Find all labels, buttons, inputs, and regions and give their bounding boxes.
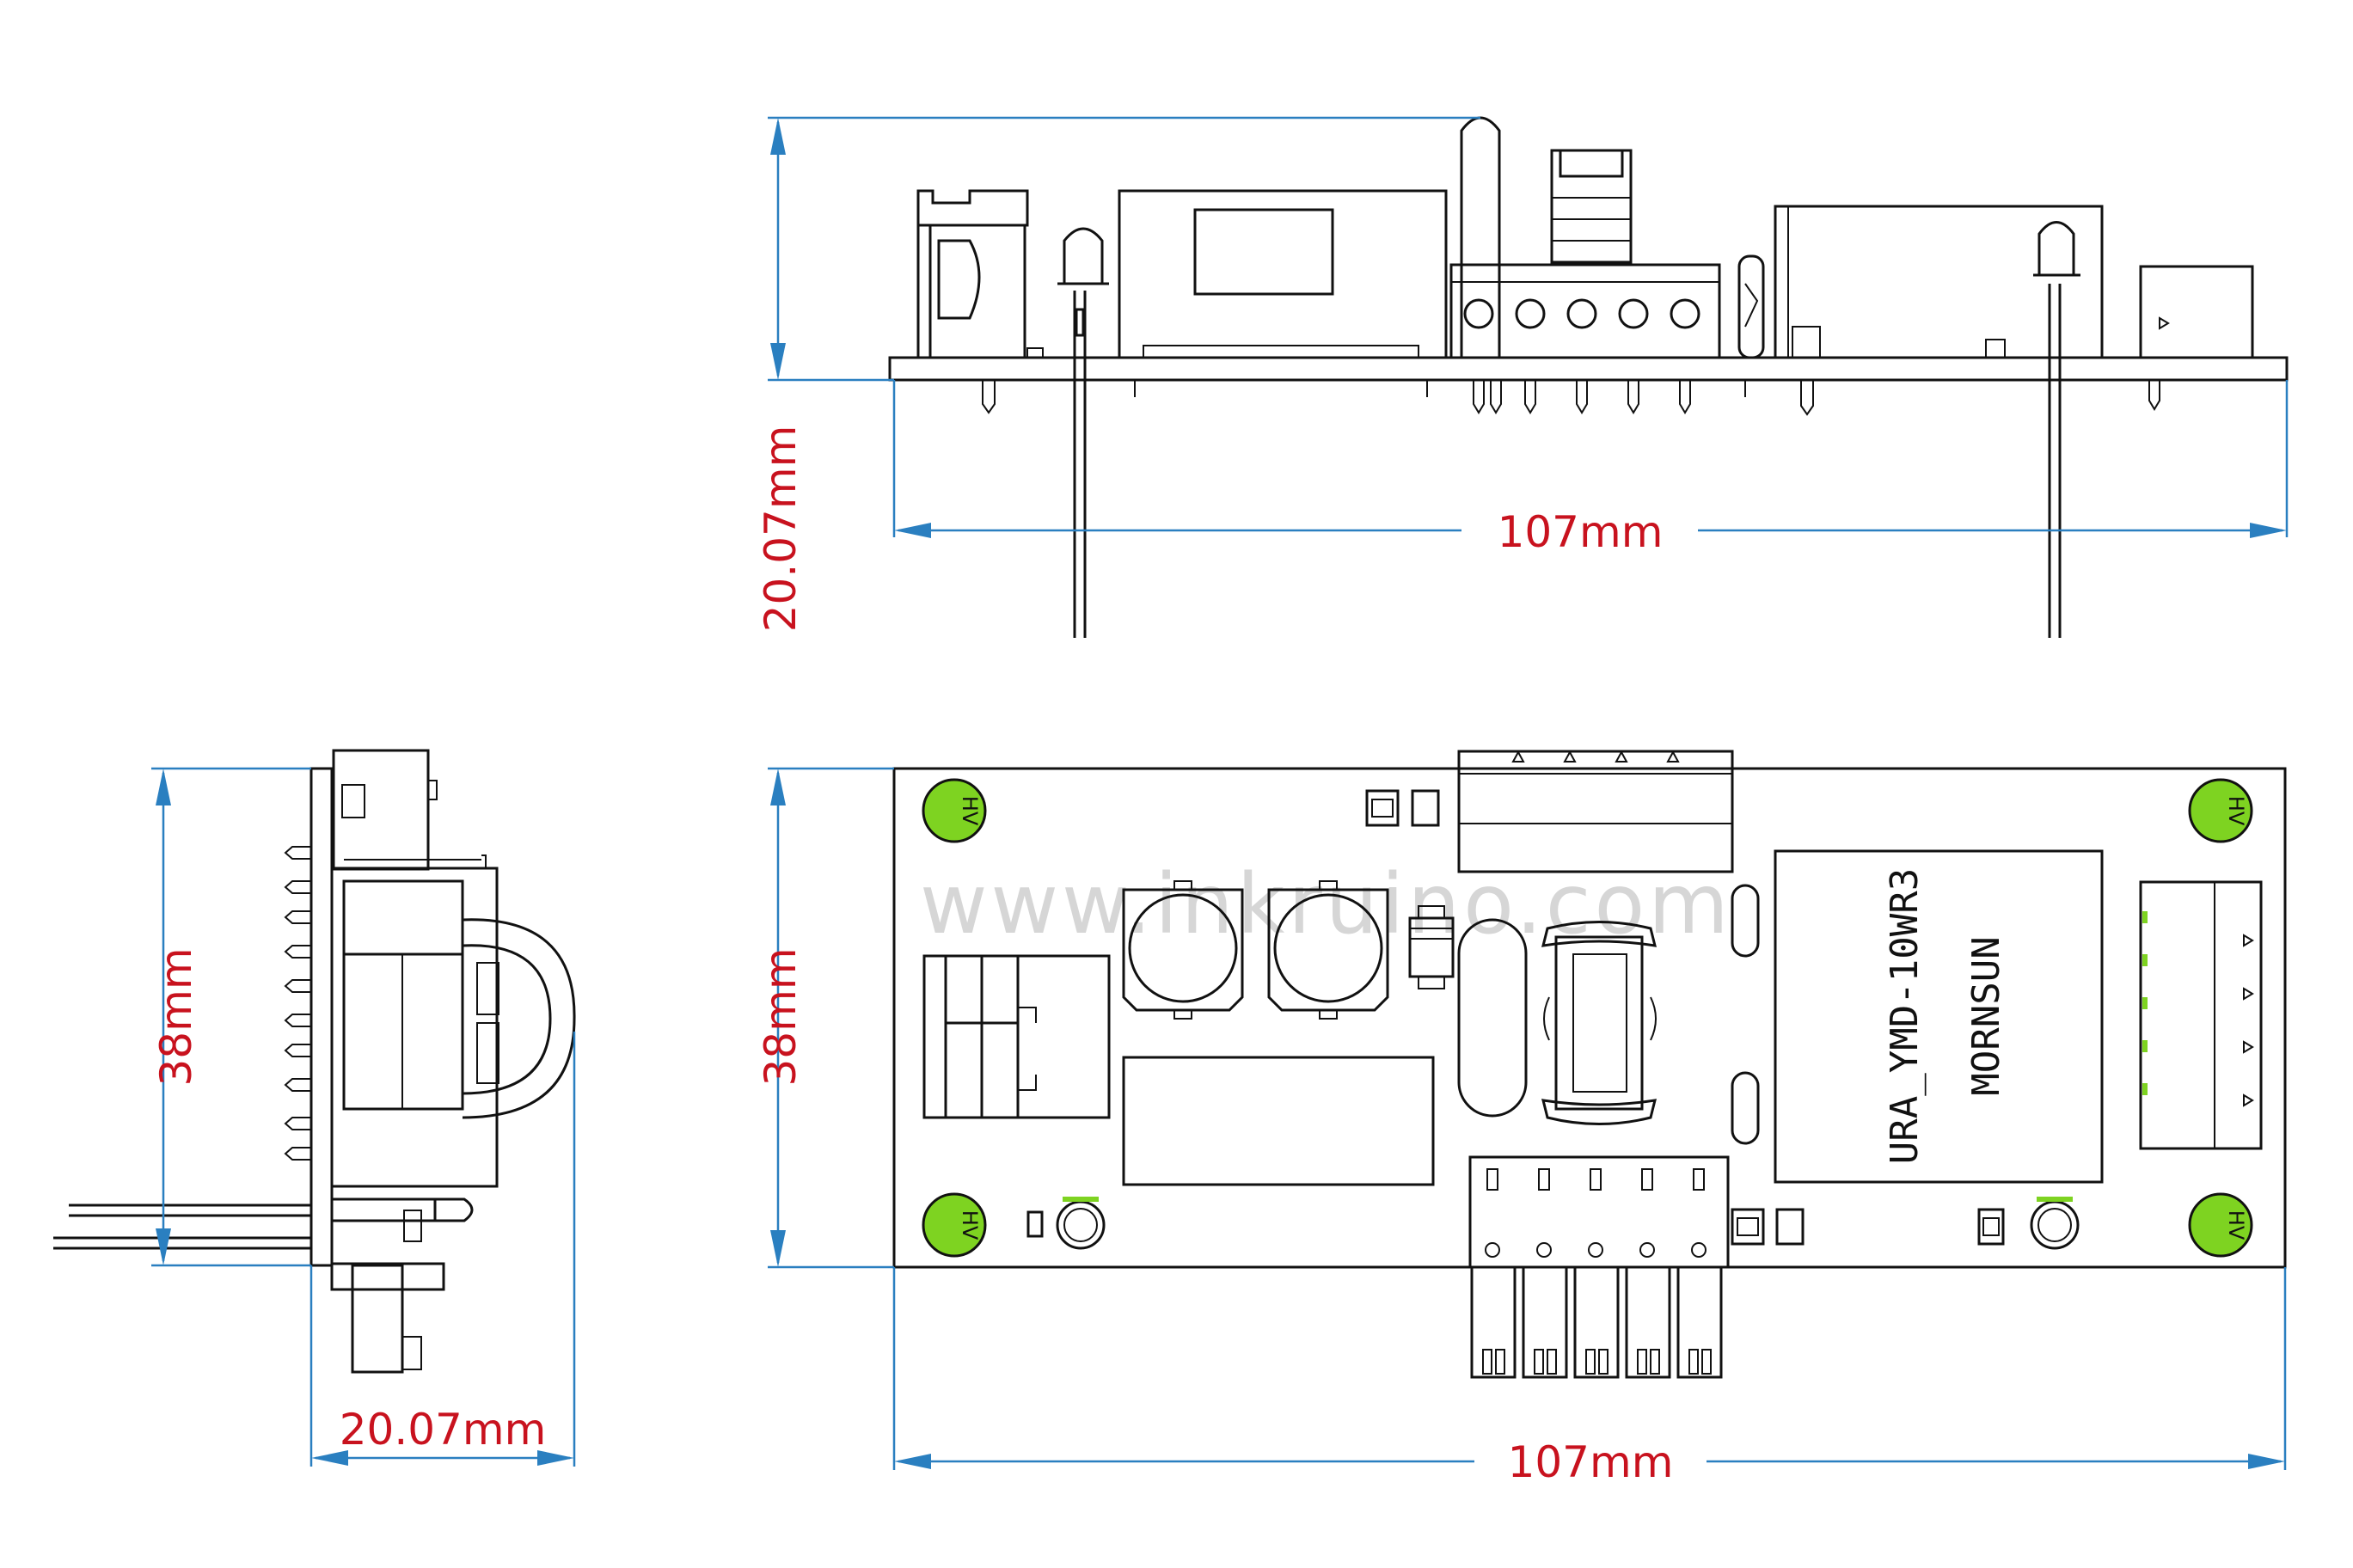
top-view-fuse-upper [1731,884,1760,958]
part-number-label: URA_YMD-10WR3 [1883,868,1927,1164]
end-view-pcb [309,767,334,1267]
top-view-height-dimension: 38mm [756,767,894,1269]
hv-marker-bottom-right: HV [2188,1192,2253,1258]
side-view-pcb [888,356,2289,382]
top-view-capacitor-left [1122,880,1244,1020]
top-view-capacitor-right [1267,880,1389,1020]
end-view-bottom-connector [330,1262,445,1374]
end-view-transformer [330,854,499,1188]
hv-marker-top-left: HV [922,778,987,843]
end-view-width-label: 20.07mm [340,1405,547,1455]
side-view-width-label: 107mm [1498,507,1664,557]
top-view-relay [1122,1056,1435,1186]
top-view-led-left [1056,1197,1106,1250]
side-view-transformer [1774,205,2104,359]
hv-label: HV [958,1210,982,1240]
top-view-fuse-lower [1731,1071,1760,1145]
top-view-pcb [892,767,2287,1269]
side-view: 20.07mm 107mm [756,116,2289,638]
brand-label: MORNSUN [1964,936,2008,1095]
hv-marker-top-right: HV [2188,778,2253,843]
top-view-output-connector-top [1457,750,1734,873]
end-view-width-dimension: 20.07mm [309,1032,576,1467]
end-view-capacitor [462,918,576,1119]
side-view-relay [1118,189,1448,359]
top-view-output-terminal-bottom [1468,1155,1730,1379]
hv-label: HV [958,796,982,826]
end-view-pins [284,846,311,1161]
top-view-height-label: 38mm [756,947,806,1086]
top-view-inductor [1541,921,1658,1125]
top-view-width-label: 107mm [1508,1437,1674,1487]
top-view-width-dimension: 107mm [892,1267,2287,1487]
end-view-top-connector [332,749,438,871]
hv-label: HV [2224,796,2248,826]
end-view-led-leads [53,1204,311,1250]
end-view-height-dimension: 38mm [151,767,311,1267]
side-view-fuse [1737,254,1765,359]
side-view-led-left [1057,227,1109,638]
top-view-right-connector [2139,880,2263,1150]
top-view-smd-components [1026,789,2005,1246]
top-view: www.inkruino.com HV HV HV HV [756,750,2287,1487]
top-view-input-terminal [922,954,1111,1119]
end-view-height-label: 38mm [151,947,201,1086]
top-view-led-right [2030,1197,2080,1250]
side-view-width-dimension: 107mm [892,380,2289,557]
side-view-terminal-block [1449,263,1721,359]
hv-label: HV [2224,1210,2248,1240]
side-view-inductor [1550,149,1633,264]
end-view: 38mm 20.07mm [53,749,576,1467]
top-view-tall-capacitor [1457,918,1528,1118]
side-view-pins [982,380,2160,416]
hv-marker-bottom-left: HV [922,1192,987,1258]
side-view-left-connector [916,189,1044,359]
side-view-led-right [2033,221,2080,638]
side-view-height-label: 20.07mm [756,426,806,633]
end-view-led [330,1197,474,1242]
top-view-transformer: URA_YMD-10WR3 MORNSUN [1774,849,2104,1184]
side-view-right-connector [2139,265,2254,359]
side-view-height-dimension: 20.07mm [756,116,1480,633]
top-view-diode [1408,905,1455,989]
